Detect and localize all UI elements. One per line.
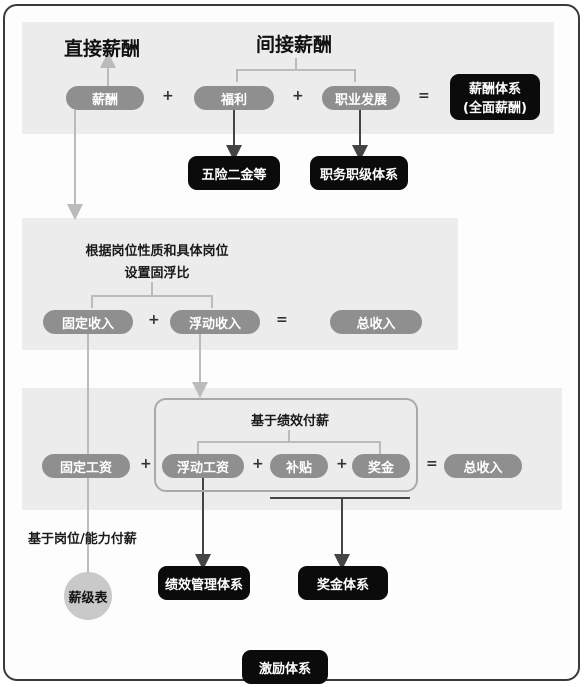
float-income-pill: 浮动收入 — [170, 310, 260, 334]
total-income-pill-middle: 总收入 — [330, 310, 422, 334]
allowance-pill: 补贴 — [270, 454, 328, 478]
bonus-system-box: 奖金体系 — [298, 566, 388, 600]
salary-scale-circle: 薪级表 — [64, 572, 112, 620]
total-compensation-line1: 薪酬体系 — [468, 82, 521, 97]
plus-3: + — [148, 312, 160, 328]
salary-pill: 薪酬 — [66, 86, 144, 110]
equals-3: = — [426, 456, 438, 472]
career-pill: 职业发展 — [322, 86, 400, 110]
incentive-system-box: 激励体系 — [242, 650, 328, 684]
indirect-compensation-title: 间接薪酬 — [256, 34, 333, 56]
ratio-note-line2: 设置固浮比 — [124, 266, 190, 281]
equals-2: = — [276, 312, 288, 328]
career-system-box: 职务职级体系 — [310, 156, 408, 190]
plus-1: + — [162, 88, 174, 104]
plus-2: + — [292, 88, 304, 104]
position-capability-note: 基于岗位/能力付薪 — [28, 532, 137, 547]
equals-1: = — [418, 88, 430, 104]
ratio-note-line1: 根据岗位性质和具体岗位 — [85, 244, 229, 259]
total-income-pill-bottom: 总收入 — [444, 454, 522, 478]
float-wage-pill: 浮动工资 — [162, 454, 244, 478]
bonus-pill: 奖金 — [352, 454, 410, 478]
performance-pay-title: 基于绩效付薪 — [250, 414, 329, 429]
plus-4: + — [140, 456, 152, 472]
performance-system-box: 绩效管理体系 — [158, 566, 250, 600]
direct-compensation-title: 直接薪酬 — [64, 38, 141, 60]
total-compensation-line2: (全面薪酬) — [463, 101, 527, 116]
performance-pay-group — [154, 398, 418, 492]
welfare-pill: 福利 — [194, 86, 274, 110]
plus-5: + — [252, 456, 264, 472]
insurance-box: 五险二金等 — [188, 156, 280, 190]
fixed-wage-pill: 固定工资 — [42, 454, 130, 478]
total-compensation-box: 薪酬体系 (全面薪酬) — [450, 74, 540, 120]
plus-6: + — [336, 456, 348, 472]
fixed-income-pill: 固定收入 — [43, 310, 133, 334]
